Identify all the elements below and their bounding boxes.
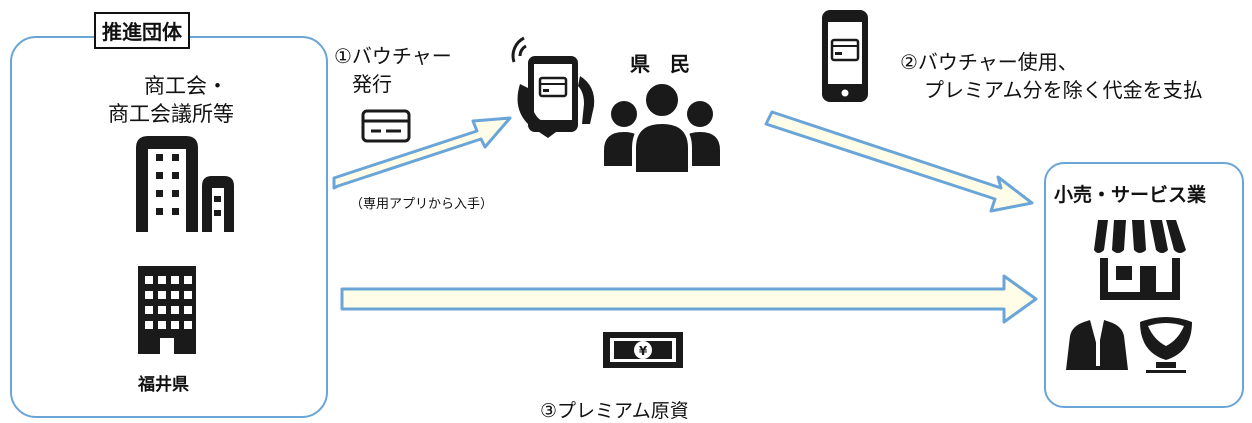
arrow-voucher-use [764,110,1034,213]
arrow-premium-funds [340,274,1038,324]
arrow-voucher-issue [332,116,512,190]
step1-label-line1: ①バウチャー [334,44,452,68]
suit-icon [1066,320,1128,370]
storefront-icon [1094,220,1186,300]
svg-text:¥: ¥ [639,344,648,358]
government-building-icon [138,266,196,354]
office-building-icon [136,136,234,232]
people-group-icon [604,80,720,176]
org-label-line2: 商工会議所等 [108,102,234,126]
prefecture-label: 福井県 [138,375,189,395]
step1-label-line2: 発行 [352,72,392,96]
retail-title: 小売・サービス業 [1054,184,1207,206]
bowl-icon [1140,317,1192,373]
retail-box [1044,162,1244,408]
promoter-title: 推進団体 [94,12,190,49]
smartphone-icon [822,10,868,102]
residents-label: 県 民 [630,52,690,76]
yen-banknote-icon: ¥ [603,332,683,368]
org-label-line1: 商工会・ [144,74,228,98]
step3-label: ③プレミアム原資 [540,400,689,422]
step2-label-line1: ②バウチャー使用、 [900,50,1078,74]
step1-note: （専用アプリから入手） [350,197,494,212]
step2-label-line2: プレミアム分を除く代金を支払 [924,78,1203,102]
card-icon [361,109,411,143]
phone-in-hand-icon [511,36,595,138]
